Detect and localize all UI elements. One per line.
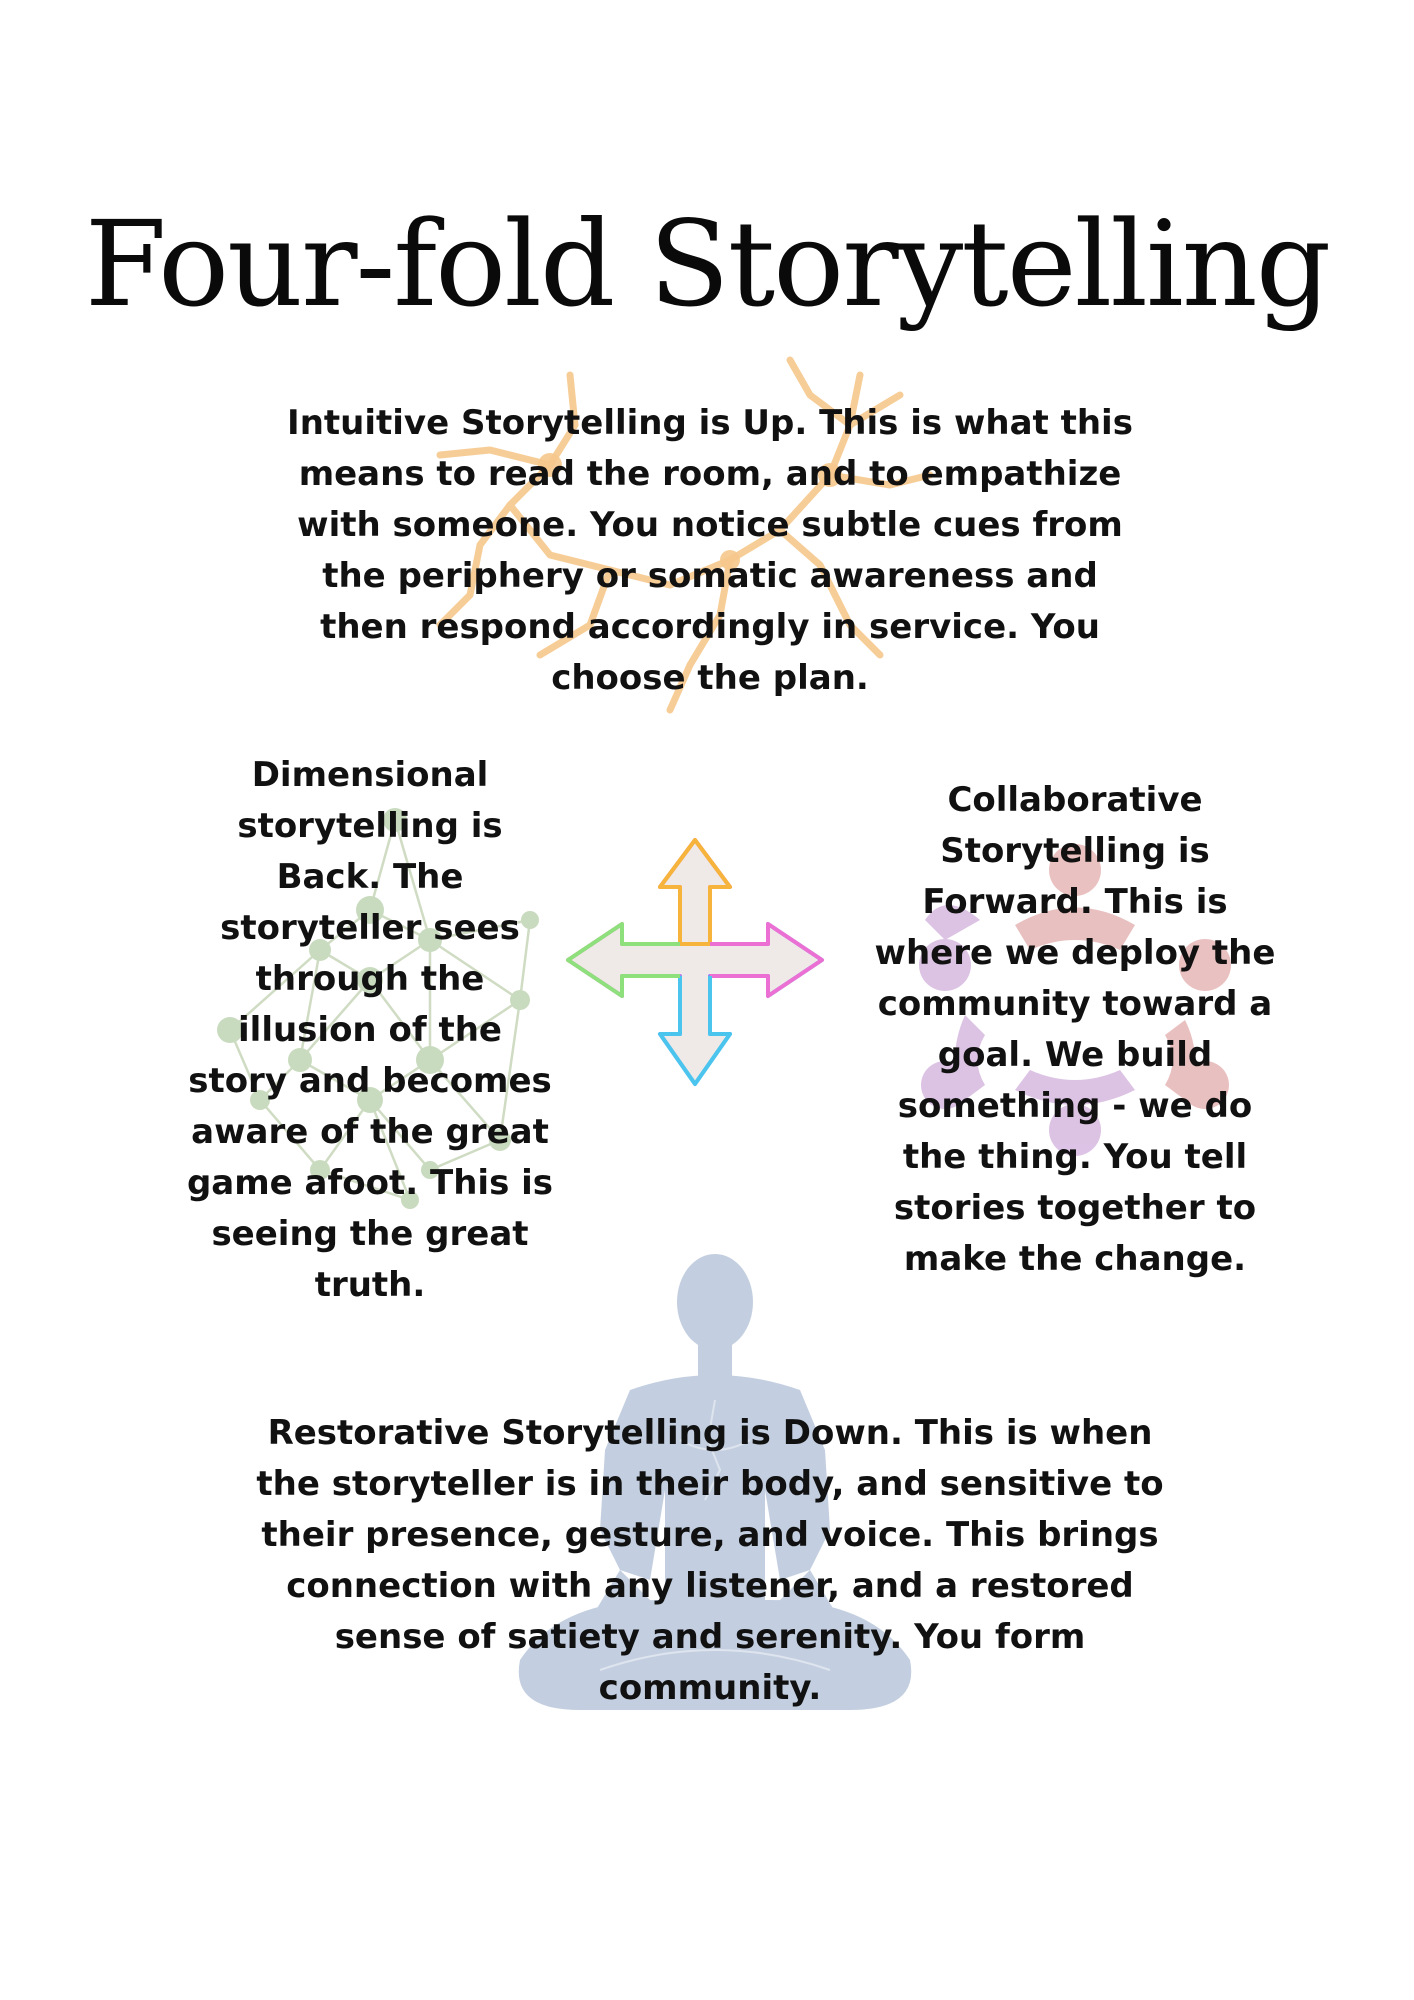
community-circle-icon (919, 844, 1231, 1156)
network-graph-icon (217, 808, 539, 1209)
restorative-storytelling-text: Restorative Storytelling is Down. This i… (256, 1413, 1164, 1708)
page-title: Four-fold Storytelling (84, 195, 1332, 333)
collaborative-storytelling-text: Collaborative Storytelling is Forward. T… (874, 780, 1276, 1279)
dimensional-storytelling-text: Dimensional storytelling is Back. The st… (186, 755, 554, 1305)
meditation-figure-icon (518, 1254, 912, 1710)
neuron-icon (436, 356, 934, 714)
four-way-arrow-icon (566, 838, 824, 1086)
intuitive-storytelling-text: Intuitive Storytelling is Up. This is wh… (287, 403, 1133, 698)
